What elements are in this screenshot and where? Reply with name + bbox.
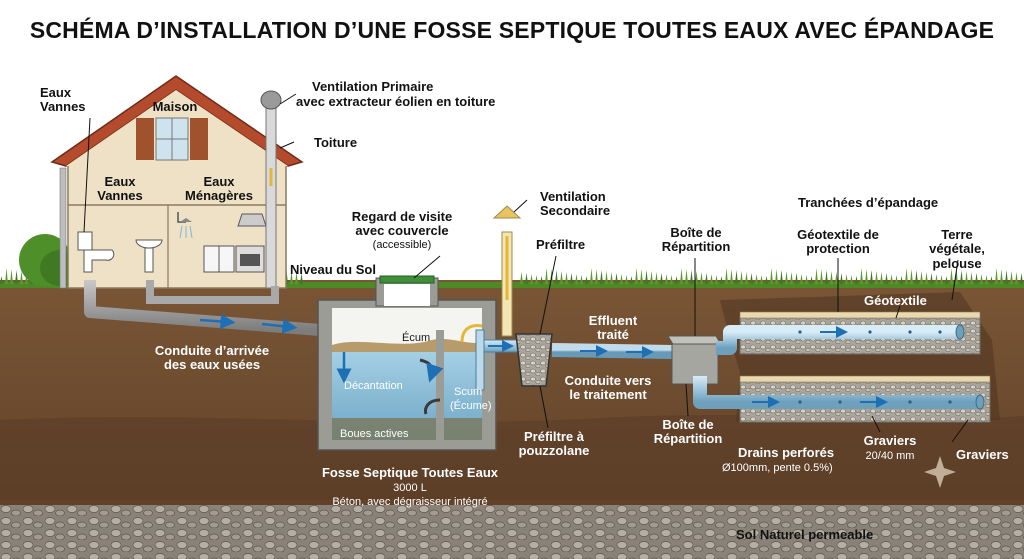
label-graviers-2: Graviers — [956, 447, 1009, 462]
house-drain-pipe — [146, 280, 279, 304]
sol-naturel-layer — [0, 505, 1024, 559]
label-ventilation-primaire: Ventilation Primaire — [312, 79, 434, 94]
label-prefiltre-pouzzolane: Préfiltre à pouzzolane — [518, 429, 590, 459]
label-ecum: Écum — [402, 332, 431, 344]
septic-tank — [317, 275, 497, 451]
label-geotextile-protection: Géotextile de protection — [797, 227, 879, 257]
shutter-right — [190, 118, 208, 160]
label-conduite-arrivee: Conduite d’arrivée des eaux usées — [154, 343, 270, 373]
page-title: SCHÉMA D’INSTALLATION D’UNE FOSSE SEPTIQ… — [29, 17, 995, 43]
geotextile-bas — [739, 375, 991, 383]
geotextile-haut — [739, 311, 981, 319]
label-fosse-material: Béton, avec dégraisseur intégré — [332, 496, 488, 508]
conduite-arrivee-pipe — [84, 280, 321, 336]
sparkle-icon — [924, 456, 956, 488]
label-effluent-traite: Effluent traité — [588, 313, 638, 343]
label-boite-repartition-bottom: Boîte de Répartition — [653, 417, 723, 447]
toilet-icon — [77, 231, 115, 273]
label-terre-vegetale: Terre végétale, pelouse — [929, 227, 985, 271]
sludge-layer — [332, 418, 482, 440]
kitchen-icon — [203, 213, 267, 273]
label-regard-access: (accessible) — [372, 239, 432, 251]
regard-couvercle — [379, 275, 435, 284]
label-eaux-vannes-top: Eaux Vannes — [40, 85, 86, 115]
deep-soil-band — [0, 414, 1024, 500]
label-drains-spec: Ø100mm, pente 0.5%) — [722, 462, 833, 474]
sink-icon — [135, 239, 163, 273]
label-eaux-menageres: Eaux Ménagères — [185, 174, 253, 204]
label-sol-naturel: Sol Naturel permeable — [736, 527, 874, 542]
prefiltre-pouzzolane — [515, 333, 553, 387]
label-niveau-du-sol: Niveau du Sol — [290, 262, 376, 277]
label-toiture: Toiture — [314, 135, 358, 150]
house — [50, 75, 304, 289]
flow-arrow — [261, 318, 298, 334]
label-regard-sub: avec couvercle — [355, 223, 449, 238]
label-ecume: (Écume) — [450, 400, 492, 412]
tank-partition — [436, 330, 444, 440]
label-prefiltre: Préfiltre — [536, 237, 586, 252]
label-decantation: Décantation — [344, 380, 403, 392]
flow-arrow — [199, 313, 236, 329]
vent-arrow — [460, 324, 483, 343]
label-fosse-volume: 3000 L — [393, 482, 427, 494]
label-ventilation-primaire-sub: avec extracteur éolien en toiture — [296, 94, 496, 109]
ecum-layer — [332, 339, 482, 352]
tank-outlet-pipe — [475, 329, 485, 391]
label-regard-de-visite: Regard de visite — [351, 209, 453, 224]
vent-cap — [492, 205, 522, 219]
perforation-dots — [798, 330, 952, 404]
label-maison: Maison — [152, 99, 198, 114]
flow-arrow — [424, 398, 441, 415]
shower-icon — [177, 212, 193, 239]
label-graviers-1: Graviers — [863, 433, 917, 448]
leader-lines — [83, 93, 969, 443]
label-fosse-title: Fosse Septique Toutes Eaux — [321, 465, 499, 480]
label-graviers-size: 20/40 mm — [865, 450, 915, 462]
label-eaux-vannes-inside: Eaux Vannes — [97, 174, 143, 204]
label-boues-actives: Boues actives — [340, 428, 409, 440]
label-scum: Scum — [454, 386, 483, 398]
label-boite-repartition-top: Boîte de Répartition — [661, 225, 731, 255]
shutter-left — [136, 118, 154, 160]
label-conduite-vers: Conduite vers le traitement — [564, 373, 652, 403]
flow-arrow — [419, 358, 444, 383]
label-tranchees: Tranchées d’épandage — [798, 195, 939, 210]
ventilation-primaire-pipe — [265, 99, 277, 289]
label-geotextile: Géotextile — [864, 293, 927, 308]
label-ventilation-secondaire: Ventilation Secondaire — [540, 189, 611, 219]
wind-extractor-icon — [260, 90, 282, 110]
label-drains-perfores: Drains perforés — [738, 445, 835, 460]
